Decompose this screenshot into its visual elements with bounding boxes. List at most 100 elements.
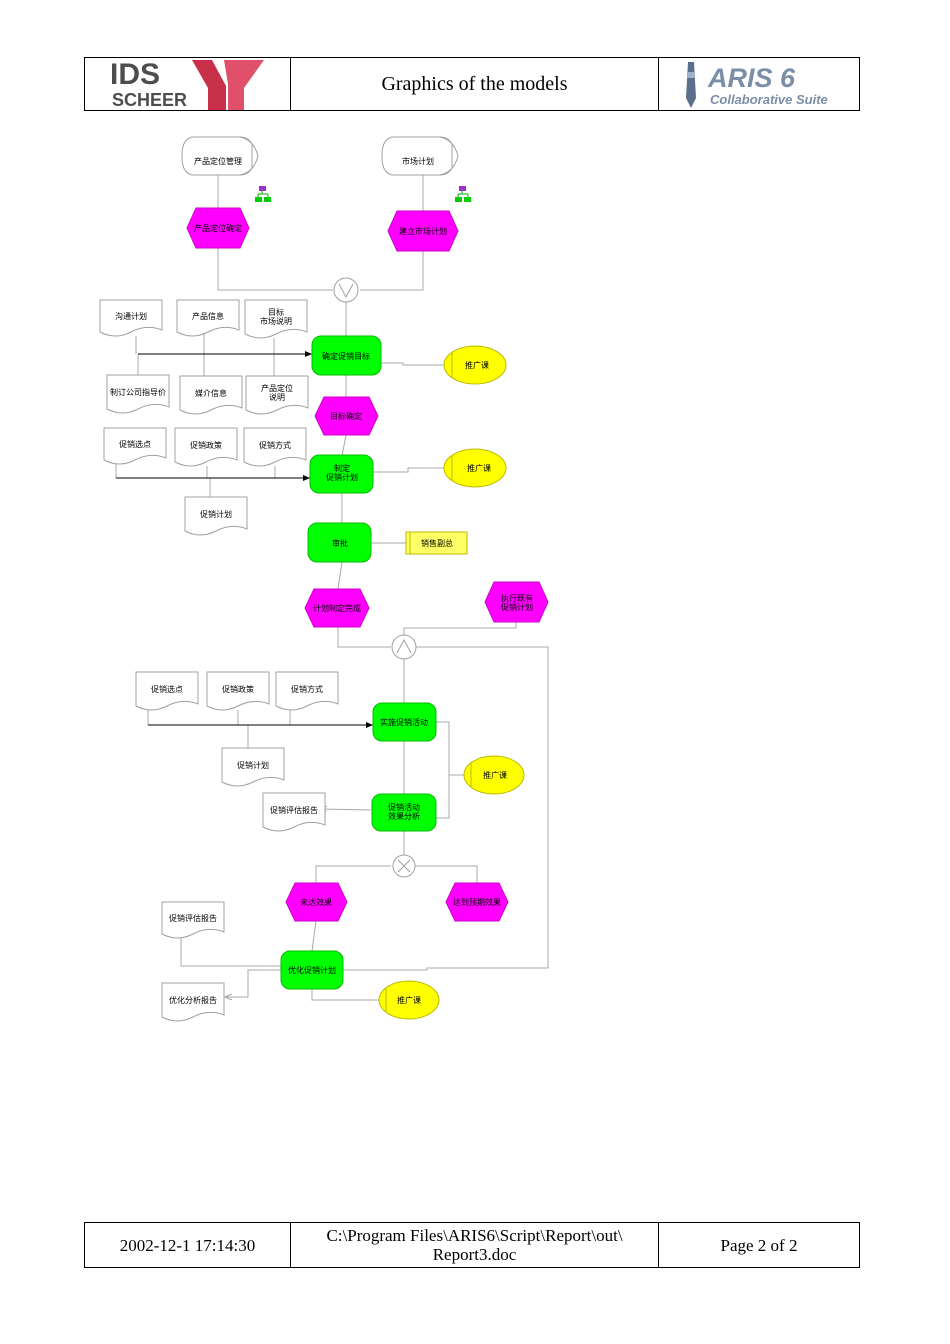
event-4[interactable]: 计划制定完成 (304, 588, 370, 628)
document-10[interactable]: 促销计划 (184, 496, 248, 536)
document-15-label: 促销评估报告 (270, 805, 318, 815)
connector-or[interactable] (333, 277, 359, 303)
document-9-label: 促销方式 (259, 440, 291, 450)
edge-f6-d17 (225, 969, 281, 997)
function-2-label-line2: 促销计划 (326, 472, 358, 482)
footer-path-line1: C:\Program Files\ARIS6\Script\Report\out… (326, 1226, 623, 1245)
event-5[interactable]: 执行既有 促销计划 (484, 581, 549, 623)
event-7-label: 达到预期效果 (453, 897, 501, 907)
event-6[interactable]: 未达效果 (285, 882, 348, 922)
document-14[interactable]: 促销计划 (221, 747, 285, 787)
document-17-label: 优化分析报告 (169, 995, 217, 1005)
hierarchy-icon (455, 186, 471, 202)
document-14-label: 促销计划 (237, 760, 269, 770)
event-2[interactable]: 建立市场计划 (387, 210, 459, 252)
document-2-label: 产品信息 (192, 311, 224, 321)
function-1[interactable]: 确定促销目标 (311, 335, 382, 376)
event-3[interactable]: 目标确定 (314, 396, 379, 436)
document-4[interactable]: 制订公司指导价 (106, 374, 170, 414)
document-4-label: 制订公司指导价 (110, 387, 166, 397)
function-6[interactable]: 优化促销计划 (280, 950, 344, 990)
document-5-label: 媒介信息 (195, 388, 227, 398)
ids-scheer-logo-graphic: IDS SCHEER (110, 58, 264, 110)
connector-and[interactable] (391, 634, 417, 660)
document-15[interactable]: 促销评估报告 (262, 792, 326, 832)
document-6-label-line2: 说明 (269, 392, 285, 402)
event-6-label: 未达效果 (300, 897, 332, 907)
function-3-label: 审批 (332, 538, 348, 548)
document-3-label-line1: 目标 (268, 307, 284, 317)
event-4-label: 计划制定完成 (313, 603, 361, 613)
function-5[interactable]: 促销活动 效果分析 (371, 793, 437, 832)
edge-e1-c1 (217, 248, 333, 291)
document-5[interactable]: 媒介信息 (179, 375, 243, 415)
function-2-label-line1: 制定 (334, 463, 350, 473)
logo-mark-left (191, 60, 226, 110)
document-7[interactable]: 促销选点 (103, 427, 167, 465)
footer-page-number: Page 2 of 2 (720, 1235, 798, 1255)
connector-xor[interactable] (392, 854, 416, 878)
edge-docs2-top (115, 464, 276, 478)
function-2[interactable]: 制定 促销计划 (309, 454, 374, 494)
document-13[interactable]: 促销方式 (275, 671, 339, 711)
edge-e4-c2 (337, 627, 391, 648)
edge-f6-loop (343, 646, 549, 971)
connector-and-symbol (396, 638, 412, 654)
org-unit-2[interactable]: 推广课 (443, 448, 507, 488)
document-8[interactable]: 促销政策 (174, 427, 238, 467)
edge-docs-top (135, 332, 275, 354)
ids-scheer-logo: IDS SCHEER (85, 58, 291, 110)
edge-d16-f6 (180, 938, 281, 967)
process-interface-2[interactable]: 市场计划 (381, 136, 459, 176)
process-interface-2-label: 市场计划 (402, 156, 434, 166)
connections (115, 175, 549, 1001)
footer-path: C:\Program Files\ARIS6\Script\Report\out… (291, 1223, 659, 1267)
event-3-label: 目标确定 (330, 411, 362, 421)
document-9[interactable]: 促销方式 (243, 427, 307, 467)
process-interface-1[interactable]: 产品定位管理 (181, 136, 259, 176)
document-2[interactable]: 产品信息 (176, 299, 240, 337)
edge-e6-f6 (311, 920, 317, 952)
event-7[interactable]: 达到预期效果 (445, 882, 509, 922)
event-2-label: 建立市场计划 (399, 226, 447, 236)
edge-c3-e6 (315, 865, 391, 883)
document-16[interactable]: 促销评估报告 (161, 901, 225, 939)
page-header: IDS SCHEER Graphics of the models ARIS 6… (84, 57, 860, 111)
edge-e3-f2 (341, 434, 347, 457)
document-11[interactable]: 促销选点 (135, 671, 199, 711)
edge-f3-e4 (337, 561, 343, 590)
document-11-label: 促销选点 (151, 684, 183, 694)
hierarchy-icon (255, 186, 271, 202)
event-1[interactable]: 产品定位确定 (186, 207, 250, 249)
document-10-label: 促销计划 (200, 509, 232, 519)
document-1-label: 沟通计划 (115, 311, 147, 321)
event-1-label: 产品定位确定 (194, 223, 242, 233)
document-17[interactable]: 优化分析报告 (161, 982, 225, 1022)
document-12[interactable]: 促销政策 (206, 671, 270, 711)
org-unit-4-label: 推广课 (397, 995, 421, 1005)
event-5-label-line2: 促销计划 (501, 602, 533, 612)
document-3-label-line2: 市场说明 (260, 316, 292, 326)
org-unit-2-label: 推广课 (467, 463, 491, 473)
function-4[interactable]: 实施促销活动 (372, 702, 437, 742)
aris-logo: ARIS 6 Collaborative Suite (659, 58, 859, 110)
function-3[interactable]: 审批 (307, 522, 372, 563)
page-title: Graphics of the models (291, 58, 659, 110)
org-unit-3[interactable]: 推广课 (463, 755, 525, 795)
document-8-label: 促销政策 (190, 440, 222, 450)
logo-ids-text: IDS (110, 58, 160, 91)
footer-datetime: 2002-12-1 17:14:30 (85, 1223, 291, 1267)
position-box[interactable]: 销售副总 (405, 531, 468, 555)
org-unit-4[interactable]: 推广课 (378, 980, 440, 1020)
page-footer: 2002-12-1 17:14:30 C:\Program Files\ARIS… (84, 1222, 860, 1268)
edge-f4-f5-o3 (436, 721, 450, 819)
org-unit-1[interactable]: 推广课 (443, 345, 507, 385)
documents: 沟通计划产品信息目标市场说明制订公司指导价媒介信息产品定位说明促销选点促销政策促… (99, 299, 339, 1022)
logo-scheer-text: SCHEER (112, 90, 187, 110)
edge-f6-o4 (311, 989, 380, 1001)
document-7-label: 促销选点 (119, 439, 151, 449)
document-1[interactable]: 沟通计划 (99, 299, 163, 337)
connector-or-symbol (338, 283, 354, 299)
